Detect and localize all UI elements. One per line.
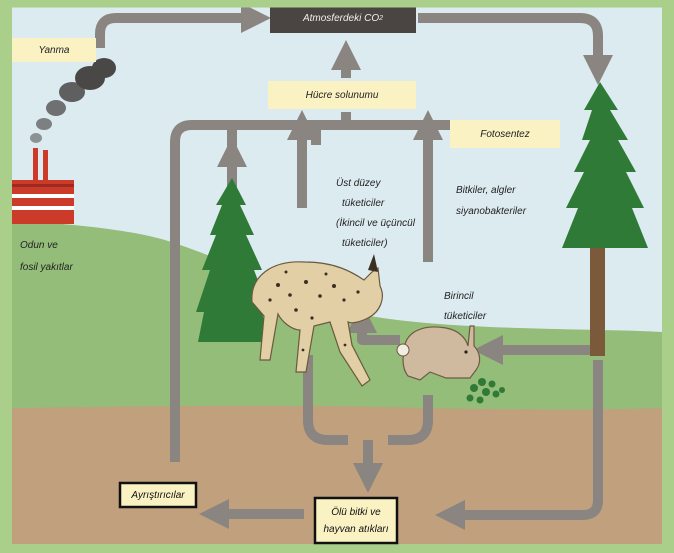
rabbit-icon (396, 325, 481, 381)
higher-line-1: Üst düzey (336, 178, 381, 189)
respiration-label: Hücre solunumu (305, 89, 379, 101)
dead-waste-line-2: hayvan atıkları (323, 523, 389, 535)
leaves-icon (466, 378, 505, 404)
respiration-box (268, 81, 416, 109)
plants-line-1: Bitkiler, algler (456, 185, 516, 196)
arrow-respiration-top-bar (170, 120, 500, 462)
atmosphere-box (270, 3, 416, 33)
decomposers-box (118, 481, 198, 509)
decomposers-label: Ayrıştırıcılar (131, 489, 185, 501)
dead-waste-label: Ölü bitki ve hayvan atıkları (315, 498, 397, 543)
higher-line-4: tüketiciler) (342, 238, 388, 249)
arrow-burning-to-atmosphere (95, 3, 271, 48)
atmosphere-subscript: 2 (379, 14, 384, 22)
primary-line-1: Birincil (444, 291, 474, 302)
higher-line-2: tüketiciler (342, 198, 385, 209)
tree-icon (562, 82, 648, 356)
arrow-lynx-to-waste (303, 355, 348, 445)
smoke-icon (30, 58, 116, 143)
wood-fuel-line-2: fosil yakıtlar (20, 262, 73, 273)
arrow-atmosphere-to-tree (418, 13, 613, 85)
arrow-rabbit-to-waste (388, 395, 433, 445)
primary-line-2: tüketiciler (444, 311, 487, 322)
plants-label: Bitkiler, algler siyanobakteriler (456, 184, 526, 218)
cycle-arrows (95, 3, 613, 530)
arrow-tree-to-rabbit (473, 335, 603, 365)
dead-waste-line-1: Ölü bitki ve (331, 506, 381, 518)
photosynthesis-label: Fotosentez (480, 128, 530, 140)
arrow-rabbit-to-lynx (347, 303, 400, 345)
burning-box (12, 38, 96, 62)
plants-line-2: siyanobakteriler (456, 206, 527, 217)
dead-waste-box (313, 496, 399, 545)
factory-icon (12, 148, 74, 224)
arrow-tree-to-waste (435, 360, 603, 530)
wood-fuel-line-1: Odun ve (20, 240, 58, 251)
wood-fuel-label: Odun ve fosil yakıtlar (20, 239, 73, 274)
higher-consumers-label: Üst düzey tüketiciler (İkincil ve üçüncü… (336, 177, 415, 250)
burning-label: Yanma (38, 44, 70, 56)
higher-line-3: (İkincil ve üçüncül (336, 218, 415, 229)
photosynthesis-box (450, 120, 560, 148)
atmosphere-label-text: Atmosferdeki CO (302, 12, 380, 24)
primary-consumers-label: Birincil tüketiciler (444, 290, 486, 323)
lynx-icon (251, 254, 383, 387)
